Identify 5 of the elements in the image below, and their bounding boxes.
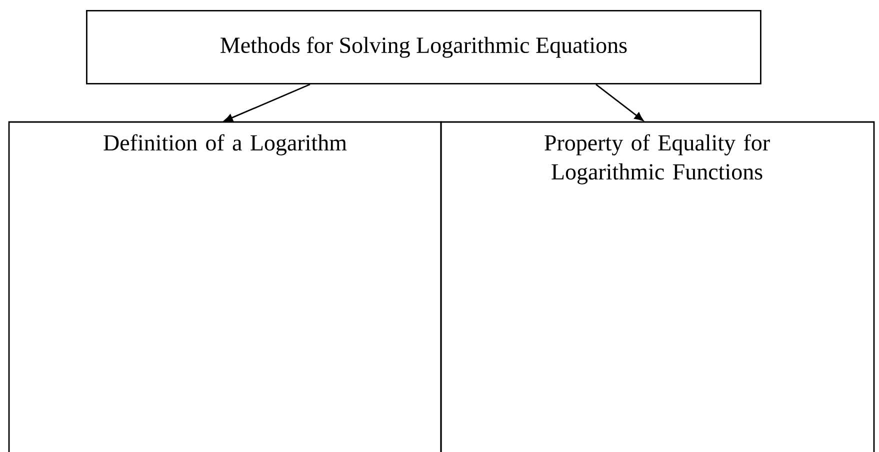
title-box: Methods for Solving Logarithmic Equations	[86, 10, 762, 84]
column-box: Property of Equality for Logarithmic Functions	[440, 121, 875, 452]
column-box: Definition of a Logarithm	[8, 121, 442, 452]
arrow	[596, 84, 644, 122]
arrow	[224, 84, 310, 122]
